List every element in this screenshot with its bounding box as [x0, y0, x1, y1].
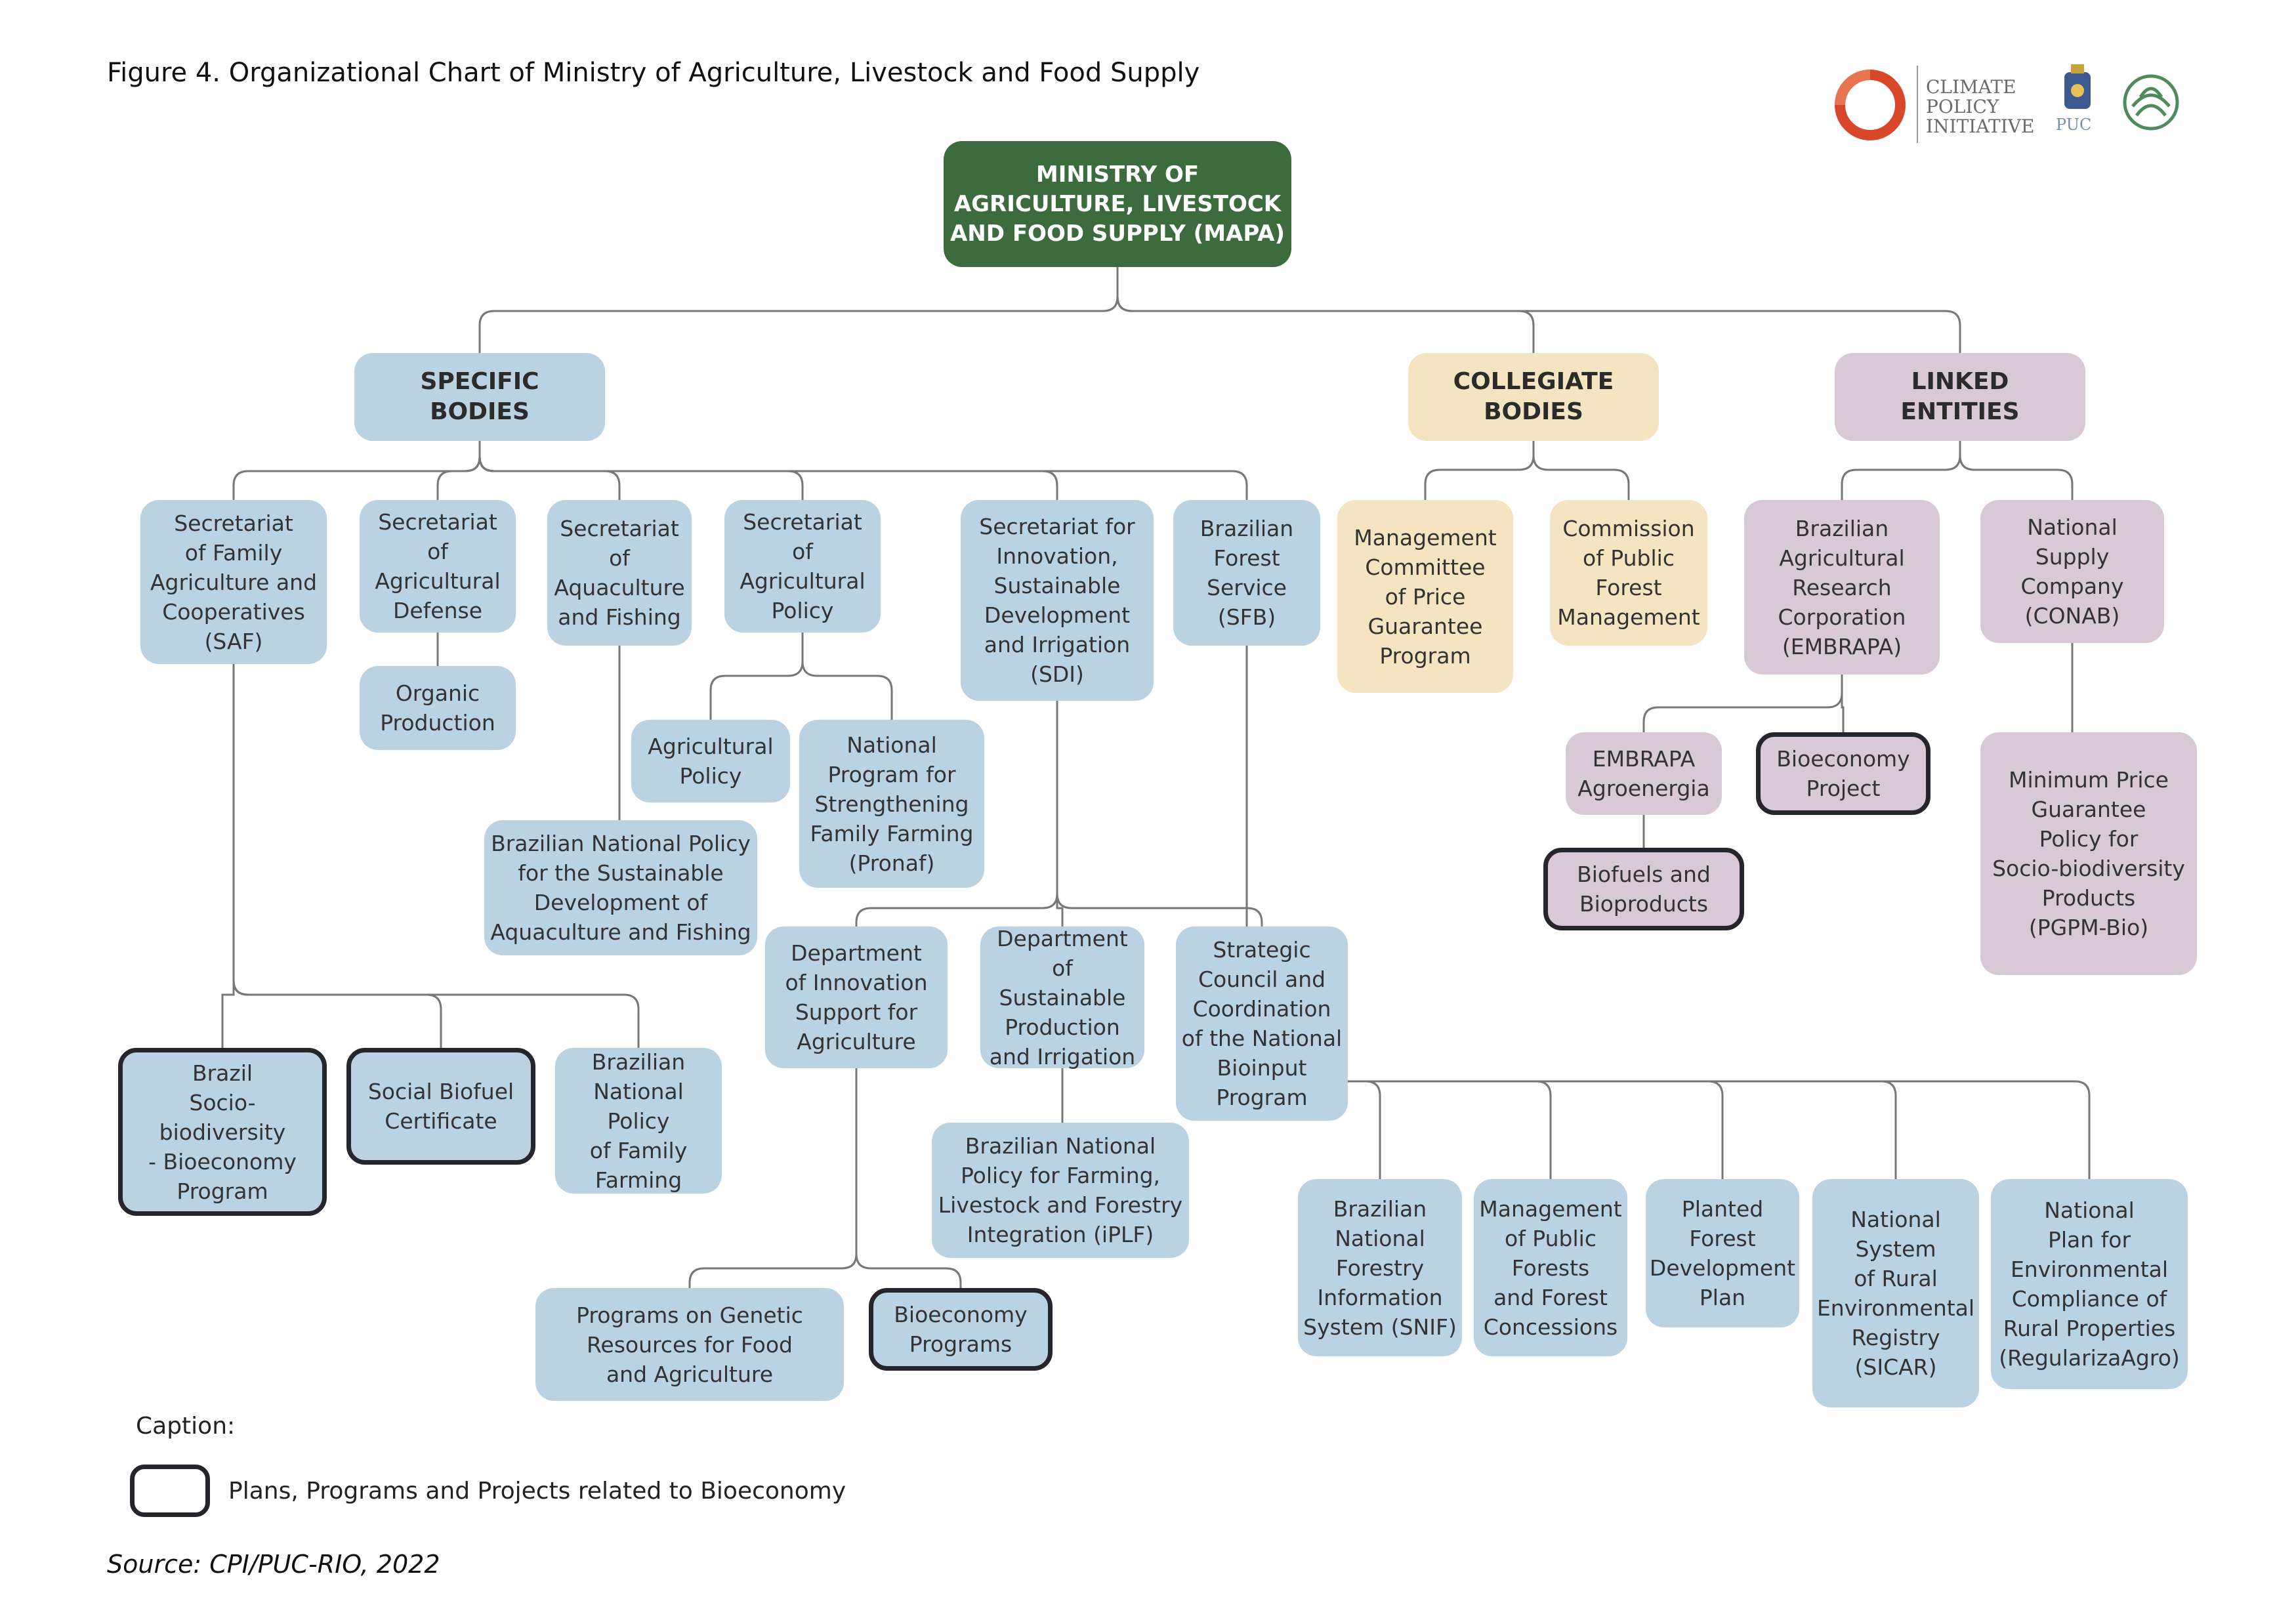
planted-forest-node: Planted Forest Development Plan — [1646, 1179, 1799, 1327]
source-note: Source: CPI/PUC-RIO, 2022 — [107, 1550, 440, 1579]
bioeconomy-project-node: Bioeconomy Project — [1756, 732, 1931, 815]
ministry-node: MINISTRY OF AGRICULTURE, LIVESTOCK AND F… — [944, 141, 1291, 267]
connector-agripolicy_sec-to-pronaf — [801, 633, 893, 720]
agricultural-defense-node: Secretariat of Agricultural Defense — [360, 500, 516, 633]
connector-linked-to-embrapa — [1841, 441, 1961, 500]
department-sustainable-production-node: Department of Sustainable Production and… — [980, 926, 1144, 1070]
connector-saf-to-family_policy — [232, 664, 640, 1048]
ilpf-policy-node: Brazilian National Policy for Farming, L… — [932, 1123, 1189, 1258]
family-farming-policy-node: Brazilian National Policy of Family Farm… — [555, 1048, 722, 1194]
connector-dept_innov-to-genetic — [688, 1068, 858, 1288]
regularizaagro-node: National Plan for Environmental Complian… — [1991, 1179, 2188, 1389]
logo-group — [1831, 60, 2198, 146]
bioeconomy-programs-node: Bioeconomy Programs — [869, 1288, 1053, 1371]
brazilian-forest-service-node: Brazilian Forest Service (SFB) — [1173, 500, 1320, 646]
snif-node: Brazilian National Forestry Information … — [1298, 1179, 1462, 1356]
forest-management-commission-node: Commission of Public Forest Management — [1550, 500, 1707, 646]
connector-specific-to-sfb — [478, 441, 1248, 500]
connector-embrapa-to-embrapa_agro — [1642, 675, 1843, 732]
department-innovation-node: Department of Innovation Support for Agr… — [765, 926, 948, 1068]
connector-mapa-to-linked — [1116, 267, 1961, 353]
cpi-logo-icon — [1835, 70, 1906, 140]
public-forests-node: Management of Public Forests and Forest … — [1474, 1179, 1627, 1356]
connector-dept_innov-to-bio_programs — [855, 1068, 962, 1288]
connector-collegiate-to-forest_commission — [1532, 441, 1630, 500]
biofuels-bioproducts-node: Biofuels and Bioproducts — [1543, 848, 1744, 930]
connector-saf-to-sociobio — [221, 664, 235, 1048]
puc-logo-text: PUC — [2056, 115, 2092, 134]
connector-embrapa-to-bio_project — [1841, 675, 1845, 732]
sdi-node: Secretariat for Innovation, Sustainable … — [961, 500, 1154, 701]
sicar-node: National System of Rural Environmental R… — [1812, 1179, 1979, 1407]
genetic-resources-node: Programs on Genetic Resources for Food a… — [535, 1288, 844, 1401]
bioinput-council-node: Strategic Council and Coordination of th… — [1176, 926, 1348, 1121]
embrapa-node: Brazilian Agricultural Research Corporat… — [1744, 500, 1940, 675]
conab-node: National Supply Company (CONAB) — [1980, 500, 2164, 643]
logos-svg — [1835, 64, 2179, 143]
pgpm-bio-node: Minimum Price Guarantee Policy for Socio… — [1980, 732, 2197, 975]
caption-label: Caption: — [136, 1413, 236, 1440]
connector-specific-to-saf — [232, 441, 481, 500]
organic-production-node: Organic Production — [360, 666, 516, 750]
pronaf-node: National Program for Strengthening Famil… — [799, 720, 984, 888]
sociobiodiversity-program-node: Brazil Socio-biodiversity - Bioeconomy P… — [118, 1048, 327, 1216]
connector-linked-to-conab — [1959, 441, 2074, 500]
connector-collegiate-to-price_committee — [1424, 441, 1535, 500]
collegiate-bodies-node: COLLEGIATE BODIES — [1408, 353, 1659, 441]
connector-specific-to-defense — [436, 441, 481, 500]
aquaculture-secretariat-node: Secretariat of Aquaculture and Fishing — [547, 500, 692, 646]
saf-node: Secretariat of Family Agriculture and Co… — [140, 500, 327, 664]
specific-bodies-node: SPECIFIC BODIES — [354, 353, 605, 441]
aquaculture-policy-node: Brazilian National Policy for the Sustai… — [484, 820, 757, 955]
connector-sdi-to-bioinput — [1056, 701, 1263, 926]
agricultural-policy-node: Agricultural Policy — [631, 720, 790, 802]
green-seal-icon — [2123, 74, 2179, 131]
caption-text: Plans, Programs and Projects related to … — [228, 1478, 846, 1505]
price-guarantee-committee-node: Management Committee of Price Guarantee … — [1337, 500, 1513, 693]
agricultural-policy-secretariat-node: Secretariat of Agricultural Policy — [724, 500, 881, 633]
caption-bioeconomy-swatch — [130, 1465, 210, 1517]
social-biofuel-certificate-node: Social Biofuel Certificate — [346, 1048, 535, 1165]
figure-title: Figure 4. Organizational Chart of Minist… — [107, 58, 1200, 88]
puc-crest-icon — [2064, 64, 2091, 109]
linked-entities-node: LINKED ENTITIES — [1835, 353, 2085, 441]
cpi-logo-text: CLIMATE POLICY INITIATIVE — [1926, 76, 2035, 137]
connector-mapa-to-specific — [478, 267, 1119, 353]
connector-agripolicy_sec-to-agripolicy — [709, 633, 804, 720]
embrapa-agroenergia-node: EMBRAPA Agroenergia — [1566, 732, 1722, 815]
